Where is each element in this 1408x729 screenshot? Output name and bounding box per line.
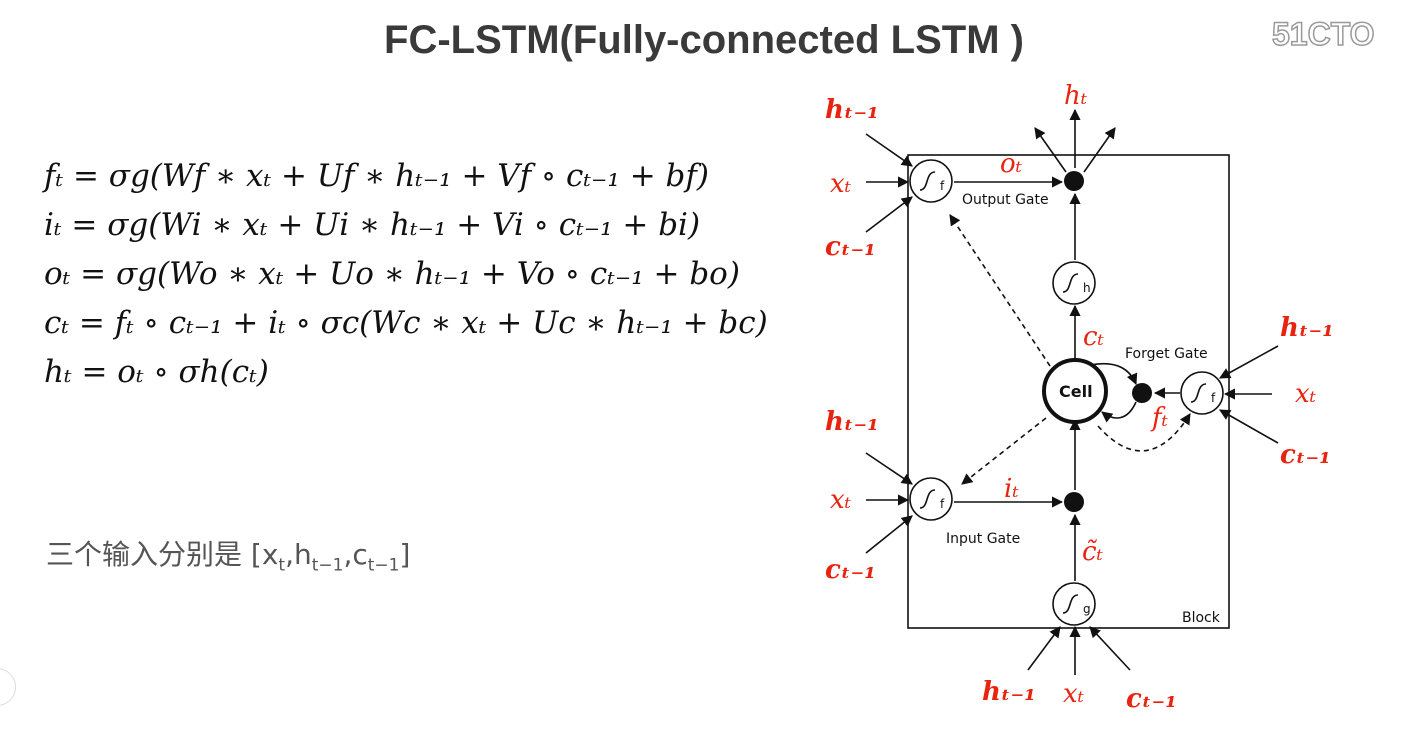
arrow-input-gate-c-prev bbox=[865, 515, 913, 554]
arrow-output-h-right bbox=[1083, 127, 1116, 173]
equation-input-gate: iₜ = σg(Wi ∗ xₜ + Ui ∗ hₜ₋₁ + Vi ∘ cₜ₋₁ … bbox=[44, 207, 701, 243]
equation-output-gate: oₜ = σg(Wo ∗ xₜ + Uo ∗ hₜ₋₁ + Vo ∘ cₜ₋₁ … bbox=[44, 256, 740, 292]
forget-multiplier bbox=[1132, 383, 1152, 403]
arrow-cell-input-h-prev bbox=[1027, 626, 1061, 671]
arrow-forget-gate-c-prev bbox=[1219, 409, 1279, 444]
input-note: 三个输入分别是 [xt,ht−1,ct−1] bbox=[46, 533, 410, 576]
arrow-cell-input-c-prev bbox=[1089, 626, 1131, 671]
label-forget-x: xₜ bbox=[1295, 379, 1317, 409]
input-gate-unit-letter: f bbox=[940, 497, 945, 511]
input-gate-unit-sigmoid-icon bbox=[919, 489, 936, 509]
arrow-output-h-left bbox=[1034, 127, 1067, 173]
equation-cell-state: cₜ = fₜ ∘ cₜ₋₁ + iₜ ∘ σc(Wc ∗ xₜ + Uc ∗ … bbox=[44, 305, 768, 341]
watermark-logo: 51CTO bbox=[1271, 15, 1375, 53]
label-input-c-prev: cₜ₋₁ bbox=[825, 555, 876, 585]
cell-input-unit-sigmoid-icon bbox=[1062, 594, 1079, 614]
note-sub-1: t bbox=[278, 555, 286, 576]
label-c: cₜ bbox=[1083, 322, 1105, 352]
arrow-forget-gate-h-prev bbox=[1219, 345, 1279, 379]
label-output-h-prev: hₜ₋₁ bbox=[825, 95, 879, 125]
output-gate-unit-letter: f bbox=[940, 179, 945, 193]
arrow-output-gate-h-prev bbox=[865, 133, 913, 167]
input-gate-unit-circle bbox=[909, 477, 953, 521]
note-sub-2: t−1 bbox=[311, 555, 344, 576]
equation-hidden-state: hₜ = oₜ ∘ σh(cₜ) bbox=[44, 354, 269, 390]
cell-output-unit-sigmoid-icon bbox=[1062, 273, 1079, 293]
output-gate-label: Output Gate bbox=[962, 192, 1049, 208]
input-gate-label: Input Gate bbox=[946, 531, 1020, 547]
label-o: oₜ bbox=[1000, 149, 1023, 179]
forget-gate-unit-circle bbox=[1180, 371, 1224, 415]
label-input-x: xₜ bbox=[830, 485, 852, 515]
equation-list: fₜ = σg(Wf ∗ xₜ + Uf ∗ hₜ₋₁ + Vf ∘ cₜ₋₁ … bbox=[44, 152, 804, 397]
label-bottom-h-prev: hₜ₋₁ bbox=[982, 677, 1036, 707]
output-gate-unit-circle bbox=[909, 159, 953, 203]
label-bottom-c-prev: cₜ₋₁ bbox=[1126, 684, 1177, 714]
cell-output-unit-letter: h bbox=[1083, 281, 1091, 295]
label-bottom-x: xₜ bbox=[1063, 679, 1085, 709]
note-mid-1: ,h bbox=[285, 538, 312, 571]
output-gate-unit-sigmoid-icon bbox=[919, 171, 936, 191]
label-output-h: hₜ bbox=[1064, 81, 1088, 111]
label-i: iₜ bbox=[1004, 474, 1019, 504]
equation-forget-gate: fₜ = σg(Wf ∗ xₜ + Uf ∗ hₜ₋₁ + Vf ∘ cₜ₋₁ … bbox=[44, 158, 709, 194]
label-forget-h-prev: hₜ₋₁ bbox=[1280, 313, 1334, 343]
arrow-cell-to-forget-mult bbox=[1089, 363, 1138, 386]
forget-gate-unit-letter: f bbox=[1211, 391, 1216, 405]
arrow-output-gate-c-prev bbox=[865, 196, 913, 233]
label-output-x: xₜ bbox=[830, 169, 852, 199]
block-label: Block bbox=[1182, 610, 1221, 626]
peephole-to-output-gate bbox=[949, 214, 1051, 367]
label-f: fₜ bbox=[1150, 403, 1169, 433]
note-prefix: 三个输入分别是 [x bbox=[46, 538, 279, 571]
note-sub-3: t−1 bbox=[367, 555, 400, 576]
arrow-forget-mult-to-cell bbox=[1101, 401, 1137, 423]
forget-gate-unit-sigmoid-icon bbox=[1190, 383, 1207, 403]
input-multiplier bbox=[1064, 492, 1084, 512]
label-output-c-prev: cₜ₋₁ bbox=[825, 232, 876, 262]
label-c-tilde: c̃ₜ bbox=[1082, 537, 1104, 567]
cell-input-unit-circle bbox=[1052, 582, 1096, 626]
label-input-h-prev: hₜ₋₁ bbox=[825, 407, 879, 437]
forget-gate-label: Forget Gate bbox=[1125, 346, 1208, 362]
cell-label: Cell bbox=[1059, 382, 1093, 401]
label-forget-c-prev: cₜ₋₁ bbox=[1280, 440, 1331, 470]
note-mid-2: ,c bbox=[343, 538, 368, 571]
cell-input-unit-letter: g bbox=[1083, 602, 1091, 616]
output-multiplier bbox=[1064, 171, 1084, 191]
cell-output-unit-circle bbox=[1052, 261, 1096, 305]
note-suffix: ] bbox=[399, 538, 411, 571]
peephole-to-forget-gate bbox=[1097, 413, 1191, 452]
cell-circle bbox=[1042, 358, 1108, 424]
arrow-input-gate-h-prev bbox=[865, 452, 913, 485]
page-title: FC-LSTM(Fully-connected LSTM ) bbox=[384, 18, 1024, 62]
